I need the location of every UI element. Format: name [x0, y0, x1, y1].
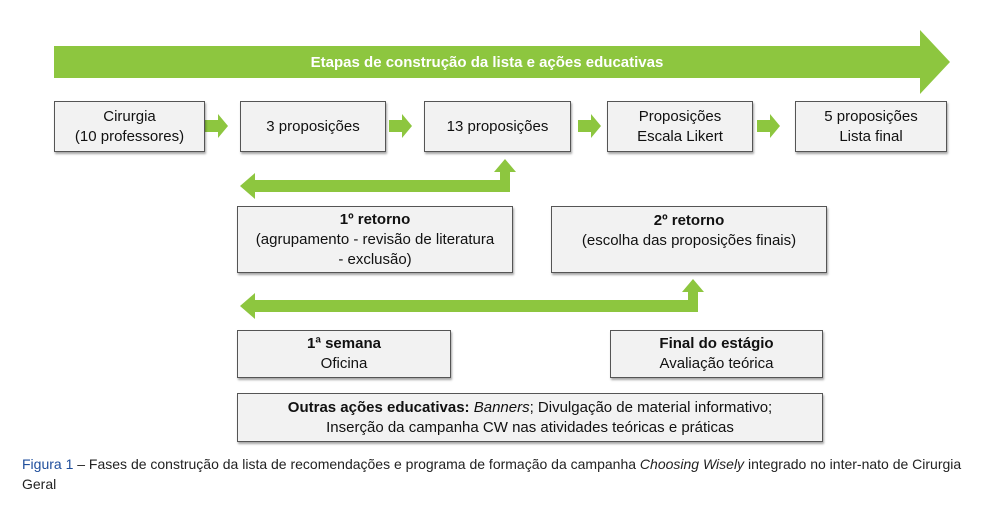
- figure-caption: Figura 1 – Fases de construção da lista …: [22, 454, 982, 494]
- step-line: 13 proposições: [446, 117, 549, 135]
- retorno-1-line: (agrupamento - revisão de literatura: [255, 230, 495, 248]
- step-line: Proposições: [638, 107, 722, 125]
- figure-label: Figura 1: [22, 456, 74, 472]
- outras-rest: ; Divulgação de material informativo;: [529, 398, 773, 416]
- final-title: Final do estágio: [659, 335, 774, 352]
- step-line: Cirurgia: [103, 107, 156, 125]
- outras-italic: Banners: [473, 398, 530, 416]
- retorno-1-line: - exclusão): [338, 250, 412, 268]
- step-arrow-4: [757, 114, 780, 138]
- step-line: 5 proposições: [824, 107, 918, 125]
- step-13-proposicoes: 13 proposições: [424, 101, 571, 152]
- step-cirurgia: Cirurgia (10 professores): [54, 101, 205, 152]
- caption-text: – Fases de construção da lista de recome…: [73, 456, 640, 472]
- step-arrow-3: [578, 114, 601, 138]
- outras-acoes-box: Outras ações educativas: Banners; Divulg…: [237, 393, 823, 442]
- outras-title: Outras ações educativas:: [287, 398, 470, 416]
- semana-title: 1ª semana: [307, 335, 381, 352]
- step-line: Escala Likert: [637, 127, 723, 145]
- retorno-2-title: 2º retorno: [653, 212, 725, 229]
- return-arrow-2: [240, 279, 704, 319]
- step-lista-final: 5 proposições Lista final: [795, 101, 947, 152]
- caption-text-2: integrado no inter-nato de Cirurgia Gera…: [22, 456, 962, 492]
- outras-line-1: Outras ações educativas: Banners; Divulg…: [288, 398, 772, 418]
- caption-italic: Choosing Wisely: [639, 456, 745, 472]
- return-arrow-1: [240, 159, 516, 199]
- step-arrow-2: [389, 114, 412, 138]
- retorno-1-title: 1º retorno: [339, 210, 411, 228]
- retorno-2-line: (escolha das proposições finais): [581, 232, 797, 249]
- final-estagio-box: Final do estágio Avaliação teórica: [610, 330, 823, 378]
- semana-line: Oficina: [320, 355, 368, 372]
- step-line: (10 professores): [74, 127, 185, 145]
- step-escala-likert: Proposições Escala Likert: [607, 101, 753, 152]
- retorno-2-box: 2º retorno (escolha das proposições fina…: [551, 206, 827, 273]
- outras-line-2: Inserção da campanha CW nas atividades t…: [326, 418, 734, 436]
- semana-box: 1ª semana Oficina: [237, 330, 451, 378]
- timeline-title: Etapas de construção da lista e ações ed…: [310, 53, 664, 71]
- final-line: Avaliação teórica: [659, 355, 774, 372]
- main-timeline-arrow: [54, 30, 950, 94]
- step-arrow-1: [205, 114, 228, 138]
- step-line: Lista final: [839, 127, 903, 145]
- step-3-proposicoes: 3 proposições: [240, 101, 386, 152]
- step-line: 3 proposições: [266, 117, 360, 135]
- retorno-1-box: 1º retorno (agrupamento - revisão de lit…: [237, 206, 513, 273]
